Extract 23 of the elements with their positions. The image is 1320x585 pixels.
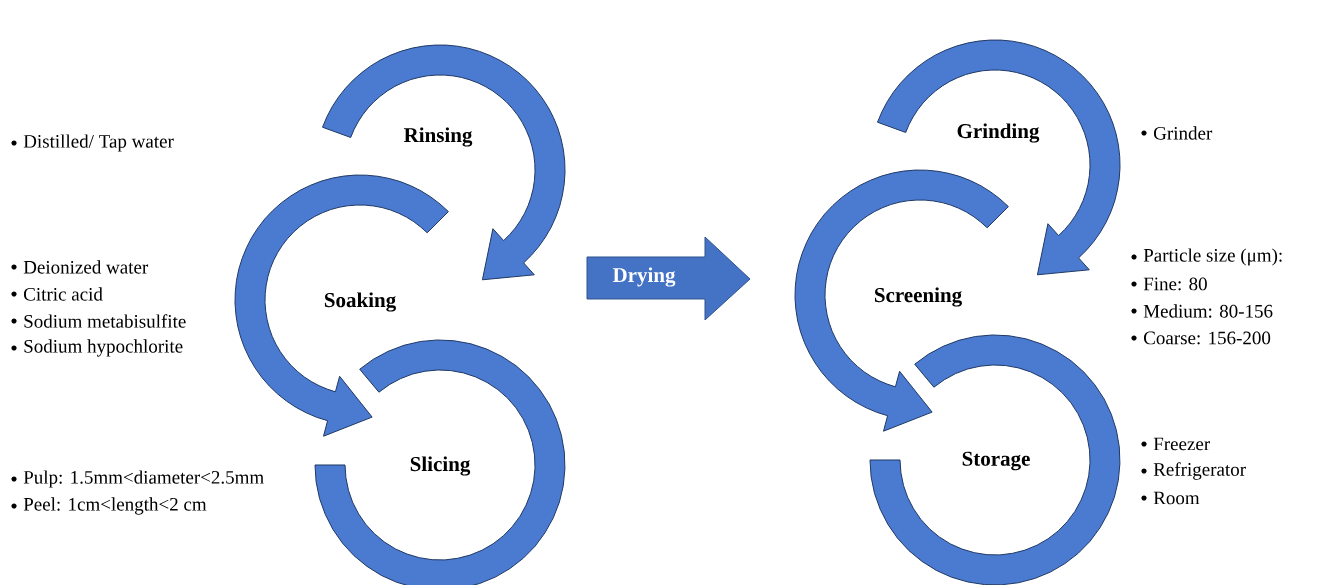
bullet-item: Peel: 1cm<length<2 cm — [11, 497, 207, 515]
step-label: Rinsing — [403, 127, 473, 147]
bullet-item: Sodium hypochlorite — [11, 339, 183, 357]
bullet-item: Fine: 80 — [1131, 277, 1207, 291]
bullet-item: Deionized water — [11, 260, 149, 274]
bullet-item: Particle size (μm): — [1131, 248, 1282, 266]
bullet-item: Coarse: 156-200 — [1131, 331, 1271, 345]
bullet-item: Sodium metabisulfite — [11, 314, 186, 328]
bullet-item: Distilled/ Tap water — [11, 134, 174, 152]
step-label: Soaking — [324, 292, 396, 312]
bullet-item: Room — [1141, 491, 1200, 505]
circular-arrow — [794, 169, 1009, 432]
circular-arrow — [322, 44, 566, 281]
step-label: Grinding — [957, 123, 1040, 143]
bullet-item: Medium: 80-156 — [1131, 304, 1273, 318]
bullet-item: Pulp: 1.5mm<diameter<2.5mm — [11, 470, 264, 488]
circular-arrow — [234, 174, 449, 437]
circular-arrow — [877, 39, 1121, 276]
bullet-item: Refrigerator — [1141, 462, 1246, 480]
bullet-item: Citric acid — [11, 287, 103, 301]
bullet-item: Grinder — [1141, 126, 1213, 140]
step-label: Screening — [875, 287, 962, 307]
bullet-item: Freezer — [1141, 437, 1210, 451]
